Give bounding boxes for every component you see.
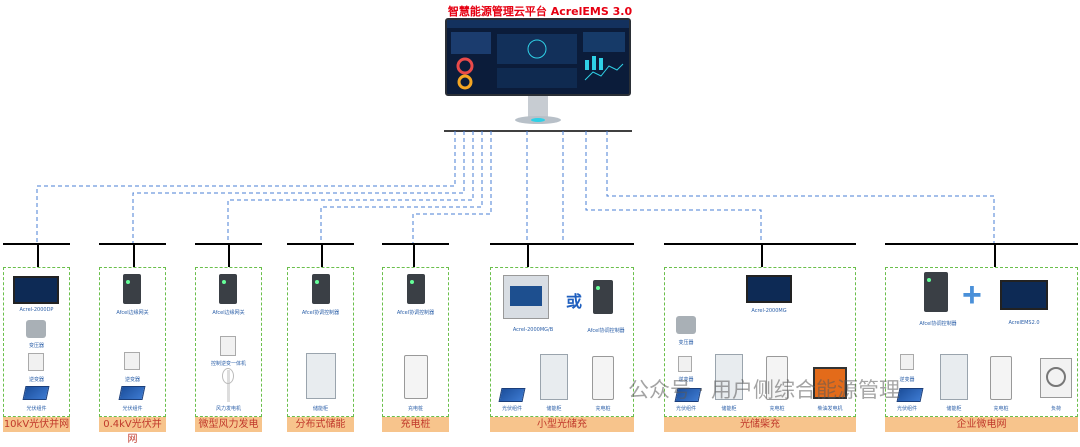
device-caption: 柴油发电机 xyxy=(817,406,843,412)
device-caption: 储能柜 xyxy=(312,406,328,412)
busbar-1 xyxy=(3,243,70,245)
device-caption: 储能柜 xyxy=(546,406,562,412)
mg-monitor-icon xyxy=(746,275,792,303)
device-caption: Acrel-2000DP xyxy=(19,307,54,313)
device-caption: Afcel协调控制器 xyxy=(301,310,340,316)
device-caption: 充电桩 xyxy=(407,406,423,412)
section-label: 10kV光伏并网 xyxy=(3,417,70,432)
wind-blade-icon xyxy=(222,368,234,384)
storage-cabinet-icon xyxy=(540,354,568,400)
pv-panel-icon xyxy=(22,386,50,400)
pv-panel-icon xyxy=(896,388,924,402)
controller-icon xyxy=(924,272,948,312)
diesel-generator-icon xyxy=(813,367,847,399)
inverter-icon xyxy=(28,353,44,371)
ems-monitor-icon xyxy=(1000,280,1048,310)
section-label: 小型光储充 xyxy=(490,417,634,432)
device-caption: 储能柜 xyxy=(946,406,962,412)
device-caption: 充电桩 xyxy=(769,406,785,412)
or-text: 或 xyxy=(566,294,583,311)
device-caption: Afcel协调控制器 xyxy=(396,310,435,316)
inverter-icon xyxy=(124,352,140,370)
storage-cabinet-icon xyxy=(940,354,968,400)
charging-pile-icon xyxy=(990,356,1012,400)
inverter-icon xyxy=(900,354,914,370)
gateway-icon xyxy=(123,274,141,304)
mg-b-panel-icon xyxy=(503,275,549,319)
charging-pile-icon xyxy=(766,356,788,400)
section-label: 0.4kV光伏并网 xyxy=(99,417,166,445)
section-label: 企业微电网 xyxy=(885,417,1078,432)
device-caption: 逆变器 xyxy=(678,377,694,383)
device-caption: 逆变器 xyxy=(899,377,915,383)
device-caption: 光伏组件 xyxy=(122,406,143,412)
device-caption: 风力发电机 xyxy=(215,406,241,412)
section-label: 分布式储能 xyxy=(287,417,354,432)
charging-pile-icon xyxy=(404,355,428,399)
controller-inverter-icon xyxy=(220,336,236,356)
busbar-2 xyxy=(99,243,166,245)
wind-turbine-icon xyxy=(227,370,230,402)
dashboard-screen xyxy=(445,18,631,96)
dp-monitor-icon xyxy=(13,276,59,304)
busbar-6 xyxy=(490,243,634,245)
device-caption: Afcel协调控制器 xyxy=(587,328,625,334)
device-caption: 光伏组件 xyxy=(26,406,47,412)
device-caption: 逆变器 xyxy=(28,377,44,383)
section-label: 光储柴充 xyxy=(664,417,856,432)
inverter-icon xyxy=(678,356,692,372)
device-caption: Afcel协调控制器 xyxy=(919,321,957,327)
device-caption: Acrel-2000MG/B xyxy=(512,327,554,333)
charging-pile-icon xyxy=(592,356,614,400)
gateway-icon xyxy=(219,274,237,304)
device-caption: 光伏组件 xyxy=(896,406,917,412)
device-caption: 变压器 xyxy=(678,340,694,346)
section-label: 微型风力发电 xyxy=(195,417,262,432)
device-caption: 负荷 xyxy=(1050,406,1061,412)
section-label: 充电桩 xyxy=(382,417,449,432)
busbar-5 xyxy=(382,243,449,245)
device-caption: 光伏组件 xyxy=(675,406,696,412)
device-caption: 充电桩 xyxy=(993,406,1009,412)
storage-cabinet-icon xyxy=(715,354,743,400)
connection-lines xyxy=(36,130,995,244)
device-caption: 逆变器 xyxy=(124,377,140,383)
device-caption: AcrelEMS2.0 xyxy=(1008,320,1040,326)
device-caption: 光伏组件 xyxy=(501,406,522,412)
device-caption: Afcel边缘网关 xyxy=(212,310,245,316)
device-caption: 储能柜 xyxy=(721,406,737,412)
controller-icon xyxy=(593,280,613,314)
platform-monitor xyxy=(445,18,631,138)
plus-icon: + xyxy=(962,276,982,314)
pv-panel-icon xyxy=(118,386,146,400)
transformer-icon xyxy=(676,316,696,334)
device-caption: 变压器 xyxy=(28,343,44,349)
device-caption: 充电桩 xyxy=(595,406,611,412)
controller-icon xyxy=(407,274,425,304)
platform-title: 智慧能源管理云平台 AcrelEMS 3.0 xyxy=(447,5,633,18)
device-caption: Afcel边缘网关 xyxy=(116,310,149,316)
busbar-4 xyxy=(287,243,354,245)
pv-panel-icon xyxy=(498,388,526,402)
transformer-icon xyxy=(26,320,46,338)
busbar-8 xyxy=(885,243,1078,245)
controller-icon xyxy=(312,274,330,304)
watermark-text: 公众号 · 用户侧综合能源管理 xyxy=(628,378,901,402)
busbar-7 xyxy=(664,243,856,245)
device-caption: 控制逆变一体机 xyxy=(210,361,246,367)
device-caption: Acrel-2000MG xyxy=(751,308,787,314)
load-ac-unit-icon xyxy=(1040,358,1072,398)
storage-cabinet-icon xyxy=(306,353,336,399)
